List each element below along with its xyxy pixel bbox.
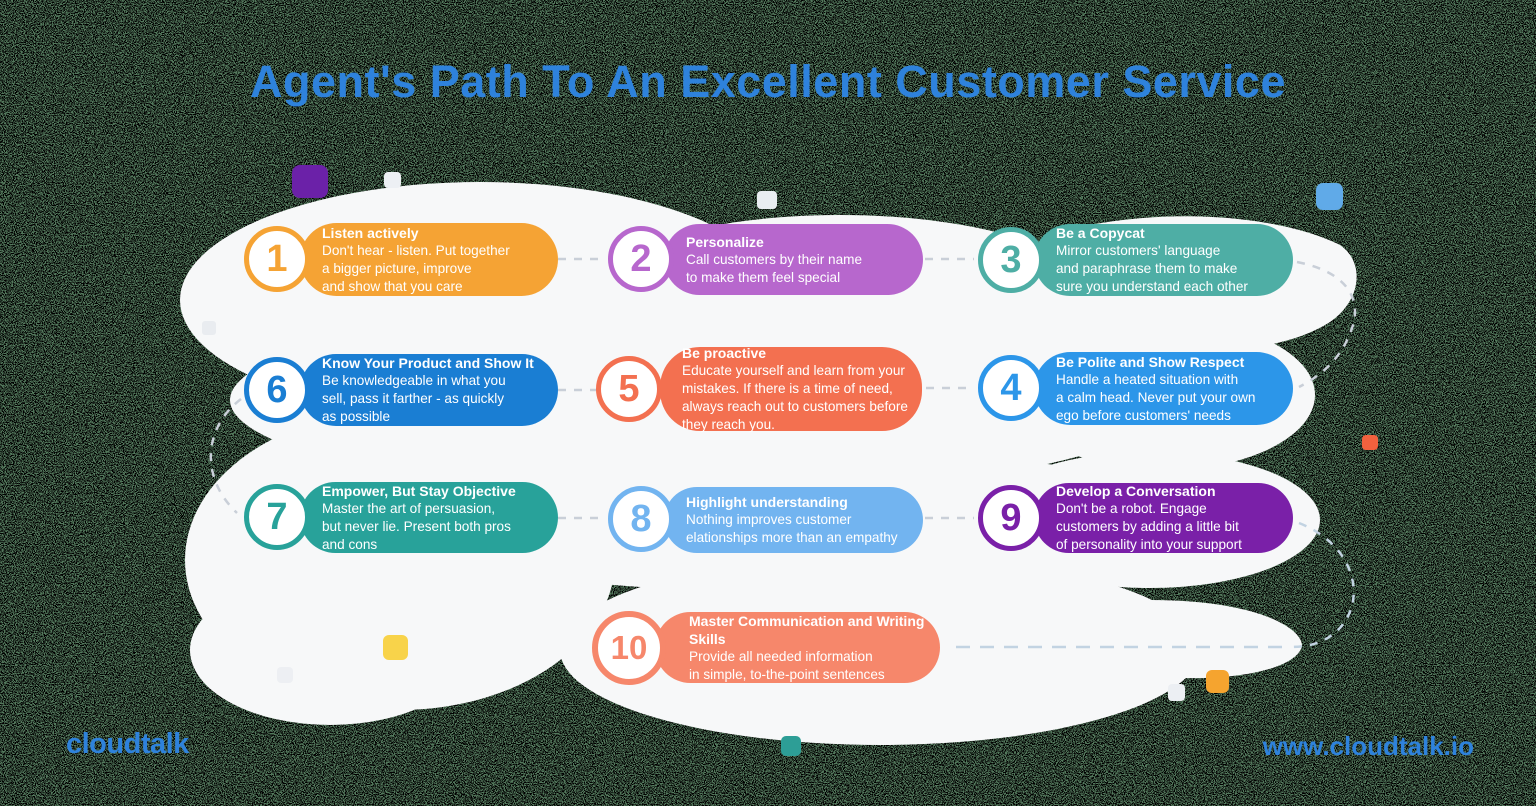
step-4-number: 4 [978,355,1044,421]
white-square-mid [757,191,777,209]
teal-square [781,736,801,756]
step-5-body: Educate yourself and learn from your mis… [682,363,908,432]
step-1-body: Don't hear - listen. Put together a bigg… [322,242,510,294]
step-10-number: 10 [592,611,666,685]
step-4-body: Handle a heated situation with a calm he… [1056,371,1256,423]
step-3-body: Mirror customers' language and paraphras… [1056,243,1248,294]
step-2-heading: Personalize [686,233,764,250]
orange-square [1206,670,1229,693]
step-7-body: Master the art of persuasion, but never … [322,500,511,552]
step-7-heading: Empower, But Stay Objective [322,482,516,499]
connector-9-curve [1287,521,1355,649]
step-9-number: 9 [978,485,1044,551]
yellow-square [383,635,408,660]
step-8-body: Nothing improves customer elationships m… [686,512,898,545]
cloudtalk-logo: cloudtalk [66,728,189,760]
step-5-heading: Be proactive [682,345,767,361]
gray-square-left [202,321,216,335]
step-8-number: 8 [608,486,674,552]
connector-6-7-curve [209,398,242,514]
step-8-heading: Highlight understanding [686,494,848,510]
step-6-heading: Know Your Product and Show It [322,355,534,371]
step-9-heading: Develop a Conversation [1056,483,1216,499]
step-5-number: 5 [596,356,662,422]
blue-square [1316,183,1343,210]
step-6-number: 6 [244,357,310,423]
coral-square [1362,435,1378,450]
step-1-number: 1 [244,226,310,292]
connector-3-4-curve [1296,260,1357,389]
step-9-body: Don't be a robot. Engage customers by ad… [1056,501,1242,552]
page-title: Agent's Path To An Excellent Customer Se… [250,56,1286,107]
step-1-heading: Listen actively [322,224,419,241]
step-4-heading: Be Polite and Show Respect [1056,353,1245,370]
gray-square-br [1168,684,1185,701]
step-10-heading: Master Communication and Writing Skills [689,612,925,647]
step-6-body: Be knowledgeable in what you sell, pass … [322,373,506,424]
step-7-number: 7 [244,484,310,550]
step-3-number: 3 [978,227,1044,293]
purple-square [292,165,328,198]
step-2-body: Call customers by their name to make the… [686,251,863,285]
gray-square-bl [277,667,293,683]
website-url: www.cloudtalk.io [1262,731,1474,761]
white-square-top [384,172,401,188]
step-3-heading: Be a Copycat [1056,225,1145,241]
step-2-number: 2 [608,226,674,292]
step-10-body: Provide all needed information in simple… [689,648,885,682]
